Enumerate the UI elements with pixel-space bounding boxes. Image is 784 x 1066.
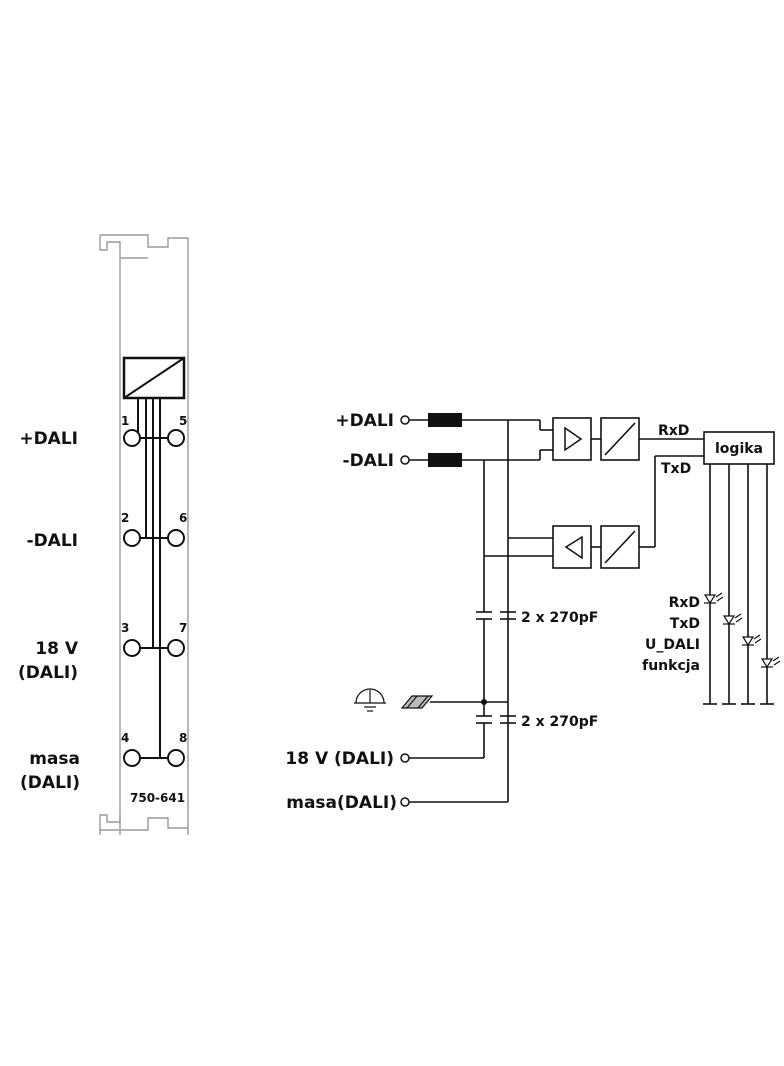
led-rxd-icon	[703, 592, 724, 605]
module-outline	[99, 234, 189, 835]
schematic-wiring	[409, 419, 553, 803]
module-converter-symbol	[122, 356, 186, 400]
rx-amplifier	[552, 417, 592, 461]
terminal-label-18v: 18 V	[35, 639, 79, 659]
capacitor-label-2: 2 x 270pF	[521, 714, 598, 730]
module-internal-wiring	[137, 398, 176, 759]
terminal-number: 5	[179, 414, 187, 428]
terminal-numbers: 1 5 2 6 3 7 4 8	[121, 414, 187, 745]
led-u-dali-icon	[741, 634, 762, 647]
schematic-input-terminals	[400, 415, 410, 807]
logic-label: logika	[715, 441, 763, 457]
rx-isolator	[600, 417, 640, 461]
terminal-label-masa-dali: (DALI)	[20, 773, 80, 793]
led-txd-icon	[722, 613, 743, 626]
terminal-number: 1	[121, 414, 129, 428]
terminal-number: 2	[121, 511, 129, 525]
logic-block: logika	[703, 431, 775, 465]
led-label-txd: TxD	[670, 616, 700, 632]
terminal-labels: +DALI -DALI 18 V (DALI) masa (DALI)	[18, 429, 80, 793]
led-label-rxd: RxD	[669, 595, 700, 611]
module-part-number: 750-641	[130, 791, 185, 805]
terminal-number: 7	[179, 621, 187, 635]
terminal-label-18v-dali: (DALI)	[18, 663, 78, 683]
capacitor-label-1: 2 x 270pF	[521, 610, 598, 626]
terminal-2	[123, 529, 141, 547]
led-label-funkcja: funkcja	[642, 658, 700, 674]
input-label-18v-dali: 18 V (DALI)	[285, 749, 394, 769]
terminal-4	[123, 749, 141, 767]
tx-amplifier	[552, 525, 592, 569]
tx-isolator	[600, 525, 640, 569]
terminal-label-masa: masa	[29, 749, 80, 769]
led-lines	[703, 464, 774, 705]
terminal-number: 3	[121, 621, 129, 635]
module-terminals	[123, 429, 185, 767]
input-label-plus-dali: +DALI	[335, 411, 394, 431]
signal-label-txd: TxD	[661, 461, 691, 477]
terminal-5	[167, 429, 185, 447]
input-chokes	[409, 413, 462, 467]
terminal-label-minus-dali: -DALI	[27, 531, 78, 551]
schematic-input-labels: +DALI -DALI 18 V (DALI) masa(DALI)	[285, 411, 397, 813]
terminal-3	[123, 639, 141, 657]
terminal-1	[123, 429, 141, 447]
terminal-6	[167, 529, 185, 547]
terminal-number: 8	[179, 731, 187, 745]
terminal-7	[167, 639, 185, 657]
earth-ground-icon	[354, 688, 386, 712]
input-label-masa-dali: masa(DALI)	[286, 793, 397, 813]
signal-lines	[639, 438, 704, 548]
terminal-number: 6	[179, 511, 187, 525]
led-funkcja-icon	[760, 656, 781, 669]
led-labels: RxD TxD U_DALI funkcja	[642, 595, 700, 674]
terminal-number: 4	[121, 731, 129, 745]
din-rail-icon	[400, 695, 434, 709]
terminal-label-plus-dali: +DALI	[19, 429, 78, 449]
signal-label-rxd: RxD	[658, 423, 689, 439]
terminal-8	[167, 749, 185, 767]
input-label-minus-dali: -DALI	[343, 451, 394, 471]
led-label-u-dali: U_DALI	[645, 637, 700, 653]
